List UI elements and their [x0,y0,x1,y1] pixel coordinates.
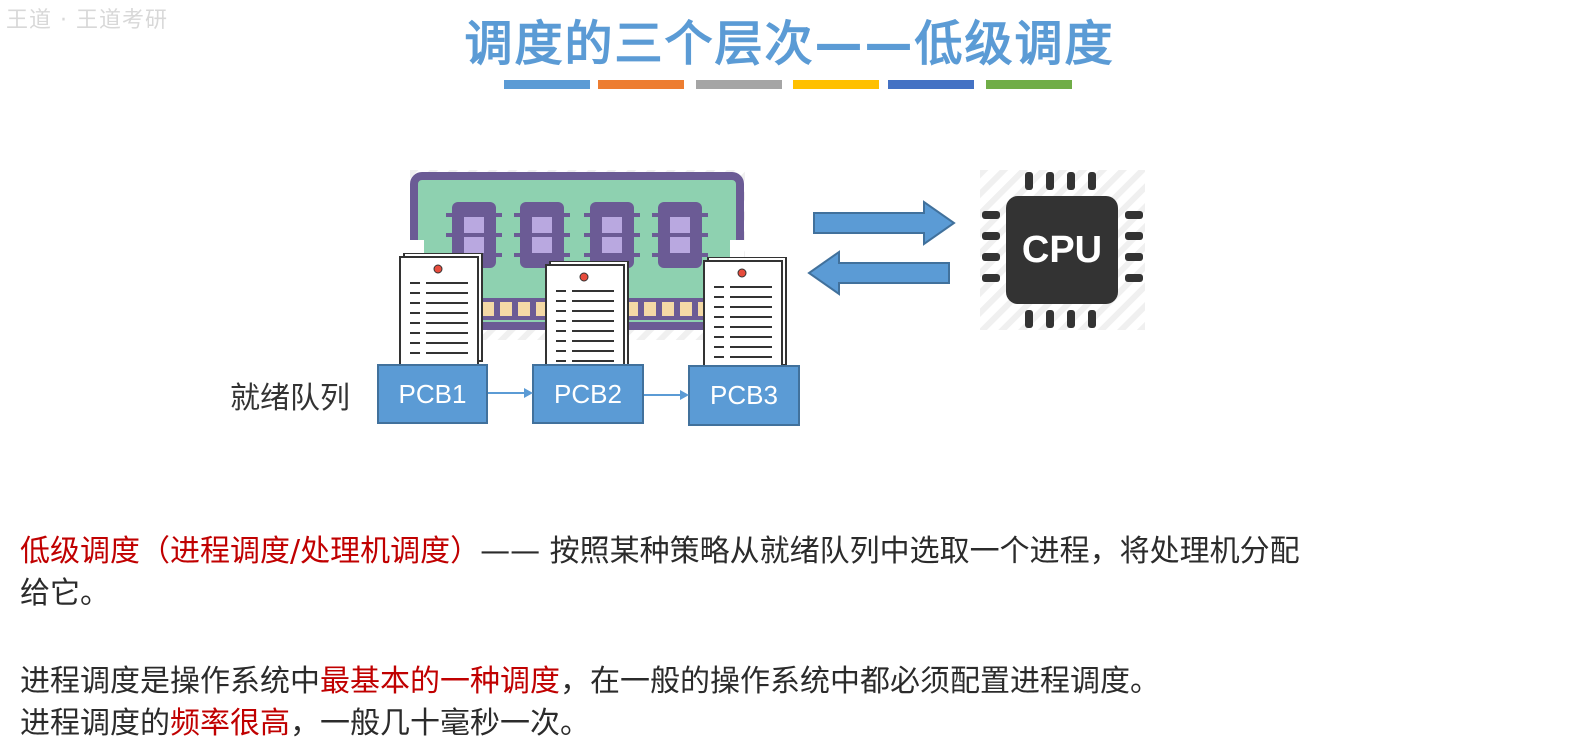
stripe-5 [888,80,974,89]
page-title: 调度的三个层次——低级调度 [464,16,1115,72]
importance-after: ，在一般的操作系统中都必须配置进程调度。 [560,664,1160,699]
stripe-3 [696,80,782,89]
definition-text: —— 按照某种策略从就绪队列中选取一个进程，将处理机分配 [480,534,1300,569]
document-icon-3 [703,257,787,369]
pcb-box-3: PCB3 [688,365,800,426]
cpu-label: CPU [1022,229,1102,271]
watermark: 王道 · 王道考研 [6,8,168,33]
queue-arrow-1 [488,388,533,398]
stripe-6 [986,80,1072,89]
frequency-after: ，一般几十毫秒一次。 [290,706,590,741]
document-icon-2 [545,261,629,373]
pcb-box-1: PCB1 [377,364,488,424]
stripe-1 [504,80,590,89]
definition-term: 低级调度（进程调度/处理机调度） [20,534,481,569]
stripe-4 [793,80,879,89]
stripe-2 [598,80,684,89]
importance-before: 进程调度是操作系统中 [20,664,320,699]
importance-highlight: 最基本的一种调度 [320,664,560,699]
document-icon-1 [399,253,483,365]
return-arrow-left [807,250,950,296]
queue-arrow-2 [644,390,689,400]
definition-line: 低级调度（进程调度/处理机调度）—— 按照某种策略从就绪队列中选取一个进程，将处… [20,526,1300,570]
cpu-icon: CPU [980,170,1145,330]
frequency-highlight: 频率很高 [170,706,290,741]
ready-queue-label: 就绪队列 [230,381,350,416]
dispatch-arrow-right [813,200,956,246]
scheduling-diagram: 就绪队列 PCB1 PCB2 PCB3 CPU [230,95,1180,435]
pcb-box-2: PCB2 [532,364,644,424]
frequency-before: 进程调度的 [20,706,170,741]
definition-line-2: 给它。 [20,576,110,611]
importance-line: 进程调度是操作系统中最基本的一种调度，在一般的操作系统中都必须配置进程调度。 [20,656,1160,700]
frequency-line: 进程调度的频率很高，一般几十毫秒一次。 [20,698,590,742]
